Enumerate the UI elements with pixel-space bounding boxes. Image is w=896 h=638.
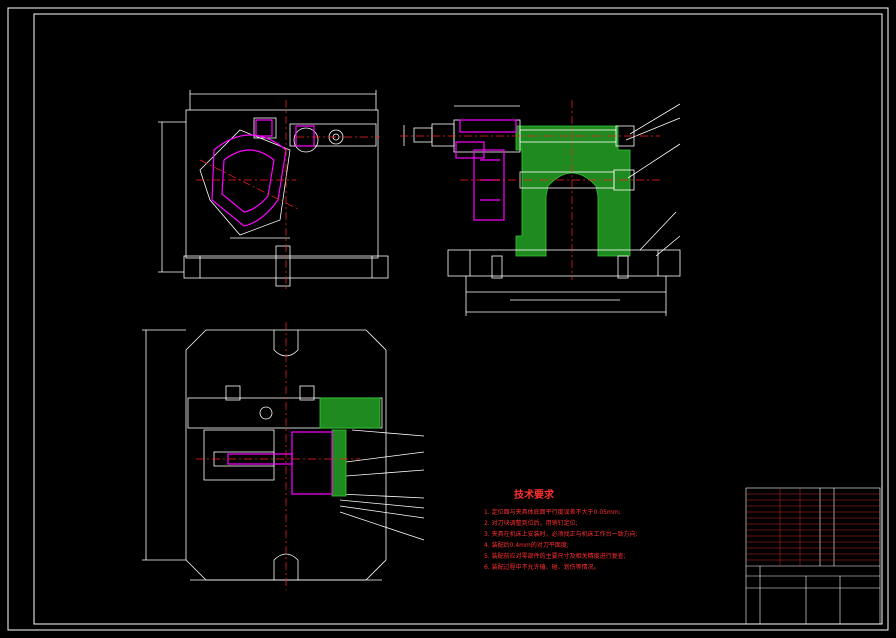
outer-border bbox=[7, 7, 889, 631]
title-block bbox=[745, 487, 881, 625]
tech-note-4: 4. 装配后0.4mm的对刀平面度; bbox=[484, 542, 569, 549]
front-view-centerlines bbox=[196, 100, 380, 290]
side-view bbox=[403, 103, 681, 316]
top-view-section bbox=[319, 397, 381, 497]
inner-border bbox=[33, 13, 883, 625]
tech-note-3: 3. 夹具在机床上安装时，必须找正与机床工作台一致方向; bbox=[484, 531, 638, 538]
front-view-part bbox=[211, 119, 315, 227]
top-view-centerlines bbox=[196, 322, 360, 590]
tech-notes-title: 技术要求 bbox=[514, 490, 554, 501]
tech-note-2: 2. 对刀块调整到位后，用销钉定位; bbox=[484, 520, 578, 527]
tech-note-5: 5. 装配前应对零部件的主要尺寸及相关精度进行复查; bbox=[484, 553, 626, 560]
tech-note-1: 1. 定位面与夹具体底面平行度误差不大于0.05mm; bbox=[484, 509, 621, 516]
parts-list-rows bbox=[746, 488, 880, 566]
technical-requirements: 技术要求 1. 定位面与夹具体底面平行度误差不大于0.05mm; 2. 对刀块调… bbox=[484, 486, 744, 573]
tech-note-6: 6. 装配过程中不允许磕、碰、划伤等情况。 bbox=[484, 564, 600, 571]
side-view-centerlines bbox=[400, 100, 660, 280]
